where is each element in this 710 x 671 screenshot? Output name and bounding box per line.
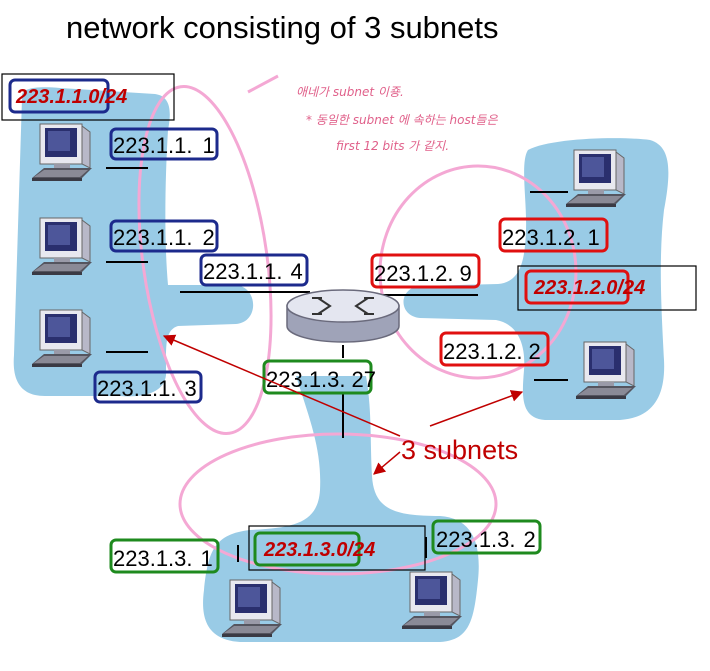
host-2-ip: 223.1.1.2 bbox=[109, 219, 219, 253]
host-3-computer bbox=[31, 309, 93, 368]
router-interface-subnet-3-ip: 223.1.3.27 bbox=[262, 359, 376, 395]
subnets-callout: 3 subnets bbox=[401, 435, 518, 465]
host-6-computer bbox=[221, 579, 283, 638]
host-7-computer bbox=[401, 571, 463, 630]
svg-text:223.1.3.2: 223.1.3.2 bbox=[436, 527, 536, 552]
svg-text:223.1.1.0/24: 223.1.1.0/24 bbox=[15, 86, 127, 108]
host-5-ip: 223.1.2.2 bbox=[439, 331, 550, 367]
router-interface-subnet-1-ip: 223.1.1.4 bbox=[199, 253, 309, 287]
host-6-ip: 223.1.3.1 bbox=[109, 538, 220, 574]
svg-text:223.1.1.3: 223.1.1.3 bbox=[97, 376, 197, 401]
svg-text:223.1.1.2: 223.1.1.2 bbox=[113, 225, 215, 250]
callout-arrows bbox=[162, 334, 524, 475]
subnet-1-outline-tail bbox=[247, 74, 279, 94]
svg-text:223.1.2.0/24: 223.1.2.0/24 bbox=[533, 277, 645, 299]
svg-text:223.1.2.1: 223.1.2.1 bbox=[502, 225, 600, 250]
annotation-line-1: 애네가 subnet 이죵. bbox=[296, 85, 404, 99]
host-4-ip: 223.1.2.1 bbox=[498, 217, 609, 253]
router bbox=[286, 289, 400, 343]
links bbox=[106, 167, 568, 562]
subnet-1-address: 223.1.1.0/24 bbox=[1, 73, 175, 121]
host-3-ip: 223.1.1.3 bbox=[93, 370, 203, 404]
host-2-computer bbox=[31, 217, 93, 276]
svg-text:223.1.3.27: 223.1.3.27 bbox=[266, 367, 376, 392]
svg-text:223.1.2.2: 223.1.2.2 bbox=[443, 339, 541, 364]
host-7-ip: 223.1.3.2 bbox=[431, 519, 542, 555]
svg-text:223.1.3.0/24: 223.1.3.0/24 bbox=[263, 539, 375, 561]
annotation-line-2: * 동일한 subnet 에 속하는 host들은 bbox=[306, 113, 498, 127]
host-5-computer bbox=[575, 341, 637, 400]
page-title: network consisting of 3 subnets bbox=[66, 10, 499, 45]
host-1-computer bbox=[31, 123, 93, 182]
subnet-2-address: 223.1.2.0/24 bbox=[517, 265, 697, 311]
subnet-3-outline bbox=[178, 432, 498, 576]
annotation-line-3: first 12 bits 가 같지. bbox=[336, 139, 449, 153]
svg-text:223.1.1.4: 223.1.1.4 bbox=[203, 259, 303, 284]
subnet-1-outline bbox=[137, 84, 273, 436]
router-interface-subnet-2-ip: 223.1.2.9 bbox=[370, 253, 481, 289]
subnet-3-address: 223.1.3.0/24 bbox=[248, 525, 426, 571]
host-4-computer bbox=[565, 149, 627, 208]
svg-text:223.1.3.1: 223.1.3.1 bbox=[113, 546, 213, 571]
svg-text:223.1.1.1: 223.1.1.1 bbox=[113, 133, 215, 158]
host-1-ip: 223.1.1.1 bbox=[109, 127, 219, 161]
svg-text:223.1.2.9: 223.1.2.9 bbox=[374, 261, 472, 286]
